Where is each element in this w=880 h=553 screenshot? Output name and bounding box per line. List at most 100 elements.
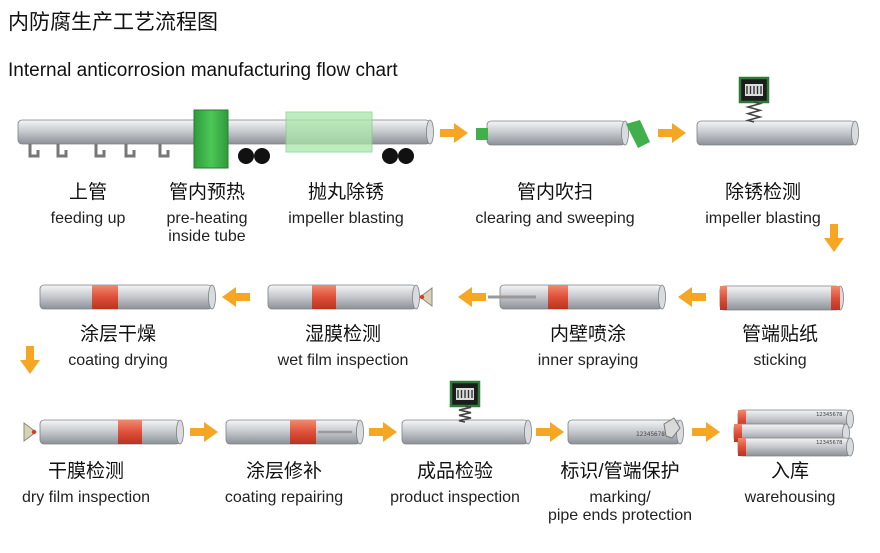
step-title-chinese: 涂层干燥 [79, 324, 156, 345]
roller-wheel-1 [254, 148, 270, 164]
step-title-english: inside tube [168, 228, 246, 246]
step-label-11: 涂层修补 coating repairing [184, 461, 384, 507]
drying-pipe [39, 284, 213, 310]
product-pipe [401, 419, 529, 445]
marking-code: 12345678 [636, 431, 665, 438]
spraying-pipe-end [658, 284, 666, 310]
preheat-box [193, 109, 229, 169]
wet-film-pipe-end [412, 284, 420, 310]
warehouse-code-0: 12345678 [816, 412, 843, 418]
marking-sprayer [663, 417, 681, 439]
step-title-chinese: 内壁喷涂 [549, 324, 626, 345]
chart-title-chinese: 内防腐生产工艺流程图 [8, 11, 218, 34]
step-title-english: dry film inspection [21, 488, 151, 506]
sticking-pipe [719, 285, 841, 311]
flow-arrow-10 [536, 422, 564, 442]
step-title-english: impeller blasting [288, 209, 404, 227]
spraying-coating [548, 285, 568, 309]
step-title-chinese: 管内吹扫 [516, 182, 593, 203]
step-title-english: warehousing [744, 488, 836, 506]
chart-title-english: Internal anticorrosion manufacturing flo… [8, 60, 398, 81]
warehouse-pipe-end-1 [734, 424, 742, 442]
warehouse-pipe-end-0 [738, 410, 746, 428]
roller-wheel-2 [382, 148, 398, 164]
flow-arrow-5 [458, 287, 486, 307]
rust-check-pipe-end [851, 120, 859, 146]
wet-film-probe [419, 287, 433, 307]
flow-arrow-1 [440, 123, 468, 143]
step-label-12: 成品检验 product inspection [355, 461, 555, 507]
warehouse-pipe-end-2 [738, 438, 746, 456]
blasting-chamber [285, 111, 373, 153]
step-title-chinese: 管端贴纸 [741, 324, 818, 345]
pipe-support-3 [124, 144, 136, 158]
roller-wheel-3 [398, 148, 414, 164]
flow-arrow-6 [222, 287, 250, 307]
warehouse-pipe-0-end [846, 409, 854, 429]
flow-arrow-8 [190, 422, 218, 442]
step-title-english: product inspection [390, 488, 520, 506]
step-title-english: feeding up [50, 209, 126, 227]
flow-arrow-4 [678, 287, 706, 307]
step-label-1: 上管 feeding up [0, 182, 188, 228]
step-label-14: 入库 warehousing [690, 461, 880, 507]
step-label-13: 标识/管端保护 marking/pipe ends protection [520, 461, 720, 526]
sticking-band-right [831, 286, 840, 310]
step-title-chinese: 除锈检测 [724, 182, 801, 203]
pipe-support-4 [158, 144, 170, 158]
pipe-support-1 [56, 144, 68, 158]
step-label-7: 内壁喷涂 inner spraying [488, 324, 688, 370]
step-title-chinese: 湿膜检测 [304, 324, 381, 345]
sweep-nozzle-right [626, 120, 650, 148]
step-label-4: 管内吹扫 clearing and sweeping [455, 182, 655, 228]
product-pipe-end [524, 419, 532, 445]
flow-arrow-2 [658, 123, 686, 143]
wet-film-pipe [267, 284, 417, 310]
sweep-nozzle-left [476, 128, 488, 140]
dry-film-probe-tip [31, 429, 37, 435]
step-title-english: pre-heating [166, 209, 248, 227]
rust-meter-spring [745, 101, 763, 123]
drying-coating [92, 285, 118, 309]
step-title-chinese: 干膜检测 [47, 461, 124, 482]
dry-film-pipe [39, 419, 181, 445]
dry-film-probe [23, 422, 37, 442]
pipe-support-2 [94, 144, 106, 158]
step-title-chinese: 管内预热 [168, 182, 245, 203]
sweeping-pipe [486, 120, 626, 146]
step-title-chinese: 标识/管端保护 [560, 461, 680, 482]
step-title-chinese: 涂层修补 [245, 461, 322, 482]
step-title-english: inner spraying [537, 351, 639, 369]
flow-arrow-7 [20, 346, 40, 374]
wet-film-probe-tip [419, 294, 425, 300]
step-title-english: clearing and sweeping [475, 209, 635, 227]
dry-film-coating [118, 420, 142, 444]
product-meter-spring [458, 405, 472, 423]
warehouse-code-1: 12345678 [816, 440, 843, 446]
feeding-pipe-end [426, 119, 434, 145]
pipe-support-0 [28, 144, 40, 158]
step-title-english: marking/ [589, 488, 651, 506]
flow-arrow-11 [692, 422, 720, 442]
sweeping-pipe-end [621, 120, 629, 146]
step-title-english: impeller blasting [705, 209, 821, 227]
step-title-chinese: 入库 [770, 461, 809, 482]
sticking-band-left [720, 286, 727, 310]
dry-film-pipe-end [176, 419, 184, 445]
step-title-chinese: 成品检验 [416, 461, 493, 482]
step-title-english: coating drying [68, 351, 168, 369]
step-title-english: wet film inspection [277, 351, 409, 369]
flow-arrow-9 [369, 422, 397, 442]
step-label-5: 除锈检测 impeller blasting [663, 182, 863, 228]
step-title-english: pipe ends protection [547, 507, 693, 525]
warehouse-pipe-2-end [846, 437, 854, 457]
repair-pipe-end [356, 419, 364, 445]
roller-wheel-0 [238, 148, 254, 164]
step-title-english: coating repairing [224, 488, 344, 506]
step-label-9: 涂层干燥 coating drying [18, 324, 218, 370]
step-title-chinese: 上管 [68, 182, 107, 203]
